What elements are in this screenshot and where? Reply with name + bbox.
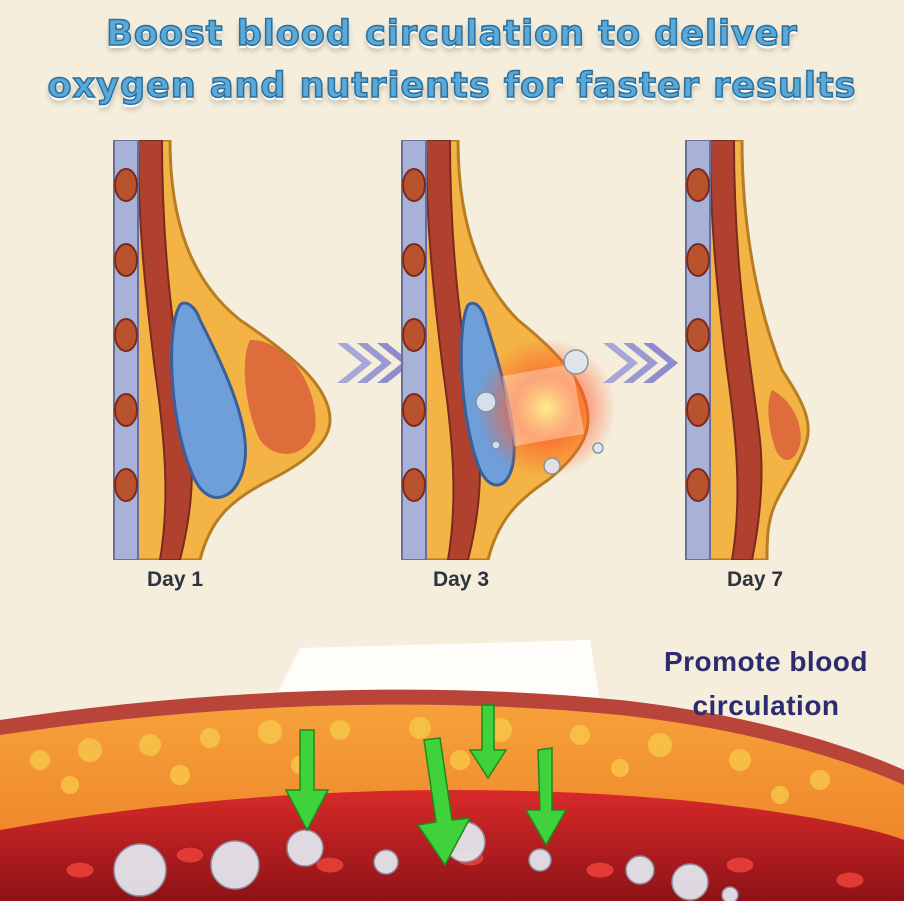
caption-line-1: Promote blood: [663, 646, 869, 677]
stage-label-day1: Day 1: [146, 568, 204, 591]
chevron-arrow-icon: [603, 343, 678, 383]
patch-icon: [501, 363, 585, 447]
headline-line-2: oxygen and nutrients for faster results: [47, 65, 857, 107]
gland-tissue: [244, 340, 316, 454]
stage-label-day7: Day 7: [726, 568, 784, 591]
patch-icon: [274, 640, 600, 702]
bubble-icon: [113, 821, 739, 901]
muscle-layer: [708, 140, 763, 560]
caption: Promote blood circulation: [636, 640, 896, 728]
gland-tissue: [768, 390, 801, 460]
breast-cross-section-day1: [113, 140, 332, 560]
ribs: [686, 168, 710, 502]
breast-cross-section-day7: [685, 140, 810, 560]
bubble-icon: [475, 349, 604, 475]
ribs: [114, 168, 138, 502]
caption-line-2: circulation: [692, 690, 840, 721]
blood-vessel-illustration: [0, 640, 904, 901]
fat-cells: [30, 717, 830, 804]
breast-cross-section-day3: [401, 140, 616, 560]
headline-line-1: Boost blood circulation to deliver: [105, 13, 798, 55]
implant: [170, 301, 248, 499]
stage-label-day3: Day 3: [432, 568, 490, 591]
headline: Boost blood circulation to deliver oxyge…: [0, 8, 904, 112]
ribs: [402, 168, 426, 502]
green-arrow-icon: [284, 704, 568, 867]
